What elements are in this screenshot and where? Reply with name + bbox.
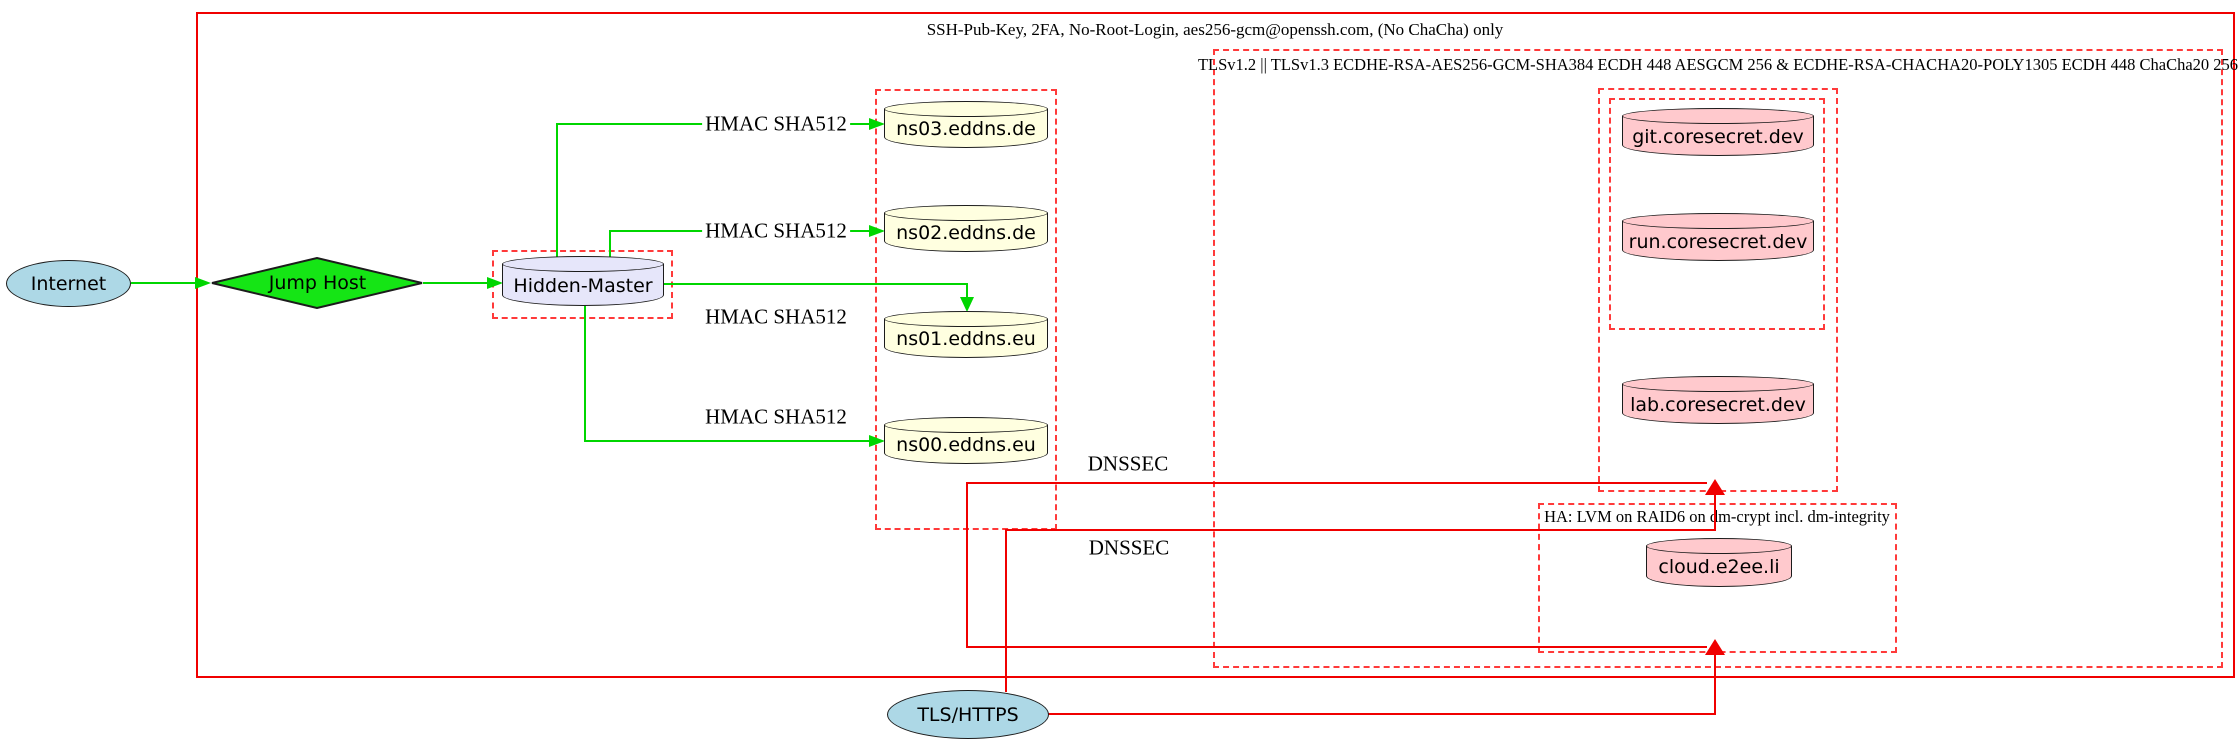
- node-ns02-label: ns02.eddns.de: [896, 222, 1036, 244]
- edge-master-ns00-arrowhead: [869, 435, 885, 447]
- node-ns00: ns00.eddns.eu: [884, 417, 1048, 464]
- node-run: run.coresecret.dev: [1622, 213, 1814, 261]
- edge-master-ns01-arrowhead: [960, 297, 974, 312]
- node-ns00-label: ns00.eddns.eu: [896, 434, 1036, 456]
- edge-master-ns00-line: [584, 440, 869, 442]
- edge-master-ns01-line: [663, 283, 968, 285]
- node-ns01: ns01.eddns.eu: [884, 311, 1048, 358]
- node-jump-host: Jump Host: [211, 256, 424, 310]
- node-internet: Internet: [6, 260, 131, 307]
- edge-jumphost-master-arrowhead: [487, 277, 503, 289]
- node-tls-https-label: TLS/HTTPS: [917, 703, 1019, 726]
- cluster-ha-label: HA: LVM on RAID6 on dm-crypt incl. dm-in…: [1544, 507, 1890, 526]
- node-git: git.coresecret.dev: [1622, 108, 1814, 156]
- edge-tls-coresecret-riser: [1005, 529, 1007, 692]
- edge-dnssec-ha-line: [966, 646, 1707, 648]
- edge-master-ns01-drop: [966, 283, 968, 299]
- cluster-ssh-label: SSH-Pub-Key, 2FA, No-Root-Login, aes256-…: [926, 20, 1504, 39]
- node-ns03: ns03.eddns.de: [884, 101, 1048, 148]
- edge-label-dnssec-coresecret: DNSSEC: [1087, 451, 1169, 476]
- edge-master-ns00-drop: [584, 305, 586, 442]
- arrowhead-into-ha-cluster: [1705, 639, 1725, 655]
- edge-jumphost-master-line: [423, 282, 487, 284]
- edge-dnssec-coresecret-line: [966, 482, 1707, 484]
- edge-internet-jumphost-arrowhead: [195, 277, 211, 289]
- jump-host-diamond-shape: [211, 256, 423, 310]
- edge-master-ns03-riser: [556, 123, 558, 259]
- edge-label-dnssec-ha: DNSSEC: [1088, 535, 1170, 560]
- node-internet-label: Internet: [30, 272, 107, 295]
- node-hidden-master: Hidden-Master: [502, 256, 664, 306]
- edge-master-ns02-arrowhead: [869, 225, 885, 237]
- edge-label-hmac-ns02: HMAC SHA512: [702, 218, 850, 244]
- node-run-label: run.coresecret.dev: [1628, 230, 1808, 253]
- edge-label-hmac-ns03: HMAC SHA512: [702, 111, 850, 137]
- edge-dnssec-ha-drop: [966, 482, 968, 648]
- node-jump-host-label: Jump Host: [268, 272, 367, 294]
- edge-label-hmac-ns01: HMAC SHA512: [705, 304, 847, 329]
- node-git-label: git.coresecret.dev: [1632, 125, 1804, 148]
- cluster-ssh-box: [196, 12, 2235, 678]
- node-ns02: ns02.eddns.de: [884, 205, 1048, 252]
- edge-label-hmac-ns00: HMAC SHA512: [705, 404, 847, 429]
- edge-tls-ha-stub: [1714, 655, 1716, 715]
- edge-tls-ha-line: [1047, 713, 1716, 715]
- node-hidden-master-label: Hidden-Master: [513, 274, 653, 297]
- node-lab-label: lab.coresecret.dev: [1630, 393, 1806, 416]
- cluster-tls-label: TLSv1.2 || TLSv1.3 ECDHE-RSA-AES256-GCM-…: [1197, 55, 2239, 74]
- edge-tls-coresecret-stub: [1714, 494, 1716, 531]
- cluster-tls-box: [1213, 49, 2223, 668]
- cluster-coresecret-inner-box: [1609, 98, 1825, 330]
- edge-tls-coresecret-line: [1005, 529, 1716, 531]
- edge-master-ns02-riser: [609, 230, 611, 259]
- edge-master-ns03-arrowhead: [869, 118, 885, 130]
- node-cloud-label: cloud.e2ee.li: [1658, 556, 1780, 578]
- node-tls-https: TLS/HTTPS: [887, 690, 1049, 739]
- edge-internet-jumphost-line: [131, 282, 195, 284]
- node-lab: lab.coresecret.dev: [1622, 376, 1814, 424]
- node-ns03-label: ns03.eddns.de: [896, 118, 1036, 140]
- node-cloud: cloud.e2ee.li: [1646, 538, 1792, 587]
- node-ns01-label: ns01.eddns.eu: [896, 328, 1036, 350]
- arrowhead-into-coresecret-cluster: [1705, 479, 1725, 495]
